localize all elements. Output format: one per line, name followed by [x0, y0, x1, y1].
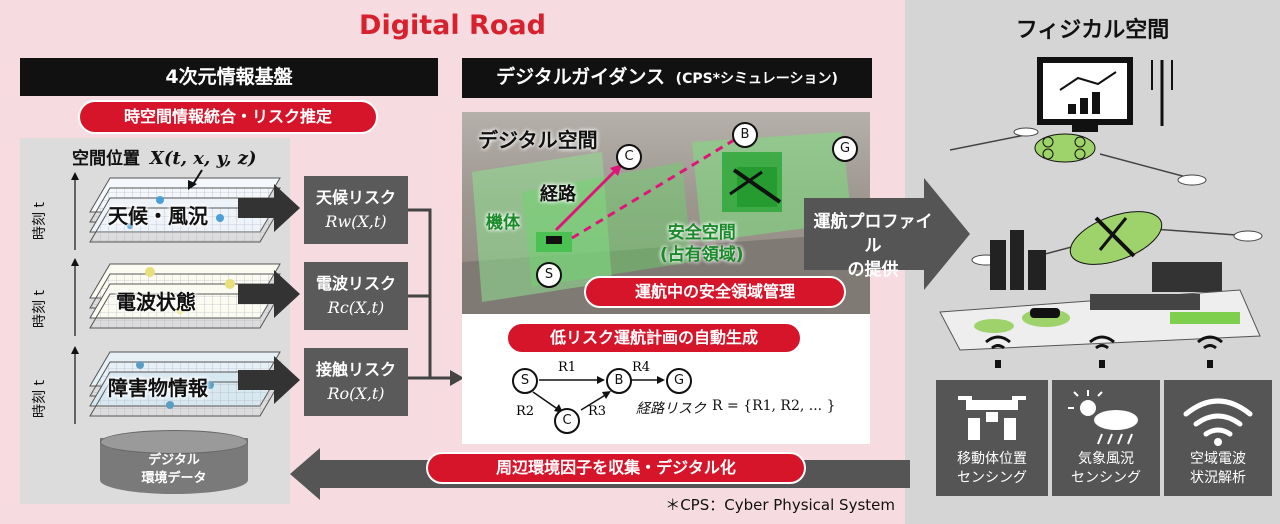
- database-label-line1: デジタル: [148, 453, 200, 468]
- profile-label: 運航プロファイル の提供: [808, 210, 938, 282]
- radio-analysis-line2: 状況解析: [1190, 470, 1246, 486]
- info-platform-header: 4次元情報基盤: [20, 58, 438, 96]
- time-label-3: 時刻 t: [32, 380, 48, 418]
- contact-risk-title: 接触リスク: [315, 360, 396, 379]
- weather-risk-box: 天候リスク Rw(X,t): [304, 176, 408, 244]
- risk-merge-lines: [408, 208, 464, 386]
- radio-risk-box: 電波リスク Rc(X,t): [304, 262, 408, 330]
- radio-layer-stack: [89, 263, 281, 329]
- route-label: 経路: [540, 184, 576, 205]
- radio-analysis-box: 空域電波 状況解析: [1164, 380, 1272, 496]
- digital-space-svg: [462, 132, 870, 314]
- digital-space-label: デジタル空間: [478, 128, 598, 152]
- photo-node-b: B: [732, 122, 758, 148]
- safe-space-line2: (占有領域): [660, 245, 744, 265]
- radio-analysis-label: 空域電波 状況解析: [1164, 450, 1272, 488]
- profile-line2: の提供: [847, 260, 899, 280]
- space-position-text: 空間位置: [72, 149, 140, 169]
- safe-space-label: 安全空間 (占有領域): [660, 222, 744, 266]
- mobile-position-sensing-box: 移動体位置 センシング: [936, 380, 1048, 496]
- radio-risk-title: 電波リスク: [315, 274, 396, 293]
- time-label-2: 時刻 t: [32, 290, 48, 328]
- route-risk-label: 経路リスク: [636, 401, 706, 417]
- mobile-position-line1: 移動体位置: [957, 451, 1027, 467]
- space-position-label: 空間位置 X(t, x, y, z): [72, 144, 257, 169]
- contact-risk-formula: Ro(X,t): [327, 384, 385, 403]
- layer-to-risk-arrows: [238, 184, 300, 404]
- layer-label-obstacle: 障害物情報: [108, 376, 208, 400]
- digital-road-title: Digital Road: [359, 10, 546, 41]
- cps-footnote: ＊CPS：Cyber Physical System: [665, 496, 895, 514]
- weather-sensing-line2: センシング: [1071, 470, 1141, 486]
- database-label: デジタル 環境データ: [100, 452, 248, 488]
- drone-camera-icon: [958, 396, 1026, 440]
- obstacle-layer-stack: [89, 351, 281, 417]
- radio-analysis-line1: 空域電波: [1190, 451, 1246, 467]
- contact-risk-box: 接触リスク Ro(X,t): [304, 348, 408, 416]
- weather-icon: [1068, 390, 1138, 445]
- layer-stacks-svg: [71, 169, 281, 424]
- weather-sensing-label: 気象風況 センシング: [1052, 450, 1160, 488]
- photo-node-c: C: [616, 144, 642, 170]
- safe-area-pill: 運航中の安全領域管理: [584, 276, 846, 308]
- airframe-label: 機体: [486, 213, 520, 233]
- wifi-marker-2: [1089, 335, 1115, 350]
- mobile-position-line2: センシング: [957, 470, 1027, 486]
- weather-layer-stack: [89, 177, 281, 243]
- weather-risk-title: 天候リスク: [315, 188, 396, 207]
- graph-node-c: C: [554, 408, 580, 434]
- safe-space-line1: 安全空間: [667, 223, 736, 243]
- graph-node-s: S: [512, 368, 538, 394]
- guidance-header-sub: (CPS*シミュレーション): [675, 71, 838, 87]
- physical-space-title: フィジカル空間: [1015, 18, 1170, 43]
- wifi-marker-3: [1197, 335, 1223, 350]
- radio-risk-formula: Rc(X,t): [327, 298, 385, 317]
- plan-generation-pill: 低リスク運航計画の自動生成: [506, 322, 802, 354]
- layer-label-weather: 天候・風況: [108, 204, 208, 228]
- risk-estimation-pill: 時空間情報統合・リスク推定: [78, 100, 378, 134]
- edge-label-r2: R2: [516, 404, 535, 419]
- database-label-line2: 環境データ: [141, 471, 207, 486]
- guidance-header-text: デジタルガイダンス: [496, 66, 666, 88]
- weather-sensing-line1: 気象風況: [1078, 451, 1134, 467]
- profile-line1: 運航プロファイル: [813, 212, 933, 256]
- edge-label-r1: R1: [558, 360, 577, 375]
- route-risk-formula: R = {R1, R2, ... }: [712, 398, 836, 414]
- physical-scene-svg: [939, 57, 1263, 368]
- space-position-formula: X(t, x, y, z): [149, 148, 257, 169]
- weather-risk-formula: Rw(X,t): [325, 212, 387, 231]
- photo-node-g: G: [832, 136, 858, 162]
- edge-label-r3: R3: [588, 404, 607, 419]
- layer-label-radio: 電波状態: [116, 290, 196, 314]
- database-top: [100, 430, 248, 454]
- edge-label-r4: R4: [632, 360, 651, 375]
- digital-guidance-header: デジタルガイダンス (CPS*シミュレーション): [462, 58, 872, 98]
- profile-arrow: [804, 178, 970, 290]
- graph-node-b: B: [606, 368, 632, 394]
- time-label-1: 時刻 t: [32, 202, 48, 240]
- weather-sensing-box: 気象風況 センシング: [1052, 380, 1160, 496]
- collect-pill: 周辺環境因子を収集・デジタル化: [426, 452, 806, 484]
- wifi-icon: [1183, 398, 1253, 446]
- wifi-marker-1: [985, 335, 1011, 350]
- mobile-position-label: 移動体位置 センシング: [936, 450, 1048, 488]
- photo-node-s: S: [536, 262, 562, 288]
- graph-node-g: G: [666, 368, 692, 394]
